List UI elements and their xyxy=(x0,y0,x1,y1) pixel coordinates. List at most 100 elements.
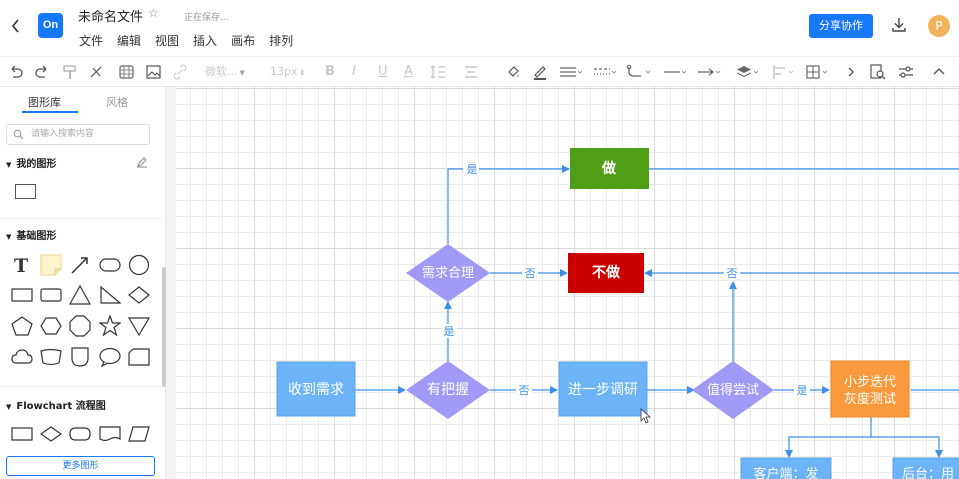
node-reasonable-label: 需求合理 xyxy=(422,265,474,280)
triangle-shape[interactable] xyxy=(69,284,91,306)
menu-arrange[interactable]: 排列 xyxy=(269,34,294,48)
arrow-line-shape[interactable] xyxy=(69,254,91,276)
node-confident[interactable] xyxy=(406,361,490,419)
pentagon-shape[interactable] xyxy=(11,315,33,337)
back-icon[interactable] xyxy=(10,16,24,36)
document-shape[interactable] xyxy=(99,423,121,445)
bold-icon[interactable]: B xyxy=(325,64,335,79)
undo-icon[interactable] xyxy=(8,63,24,81)
node-client[interactable] xyxy=(740,457,832,479)
menu-canvas[interactable]: 画布 xyxy=(231,34,256,48)
node-worth-trying[interactable] xyxy=(692,361,774,419)
grid-style-icon[interactable] xyxy=(118,63,136,81)
tape-shape[interactable] xyxy=(40,346,62,368)
menu-insert[interactable]: 插入 xyxy=(193,34,218,48)
underline-icon[interactable]: U xyxy=(378,64,388,79)
diamond-shape[interactable] xyxy=(128,284,150,306)
callout-shape[interactable] xyxy=(99,346,121,368)
svg-text:T: T xyxy=(14,255,28,276)
canvas-area[interactable]: 是 否 是 否 否 是 收到需求 xyxy=(166,87,959,479)
data-shape[interactable] xyxy=(128,423,150,445)
redo-icon[interactable] xyxy=(34,63,50,81)
sidebar-scrollbar[interactable] xyxy=(162,267,166,387)
section-my-shapes[interactable]: ▼我的图形 xyxy=(6,159,57,170)
more-shapes-button[interactable]: 更多图形 xyxy=(6,456,155,476)
layers-icon[interactable] xyxy=(736,63,762,81)
font-family-select[interactable]: 微软...▼ xyxy=(205,65,245,78)
connector-type-icon[interactable] xyxy=(626,63,652,81)
text-align-icon[interactable] xyxy=(462,63,484,81)
section-basic-shapes[interactable]: ▼基础图形 xyxy=(6,231,57,242)
line-end-icon[interactable] xyxy=(696,63,722,81)
edge-label-yes: 是 xyxy=(797,384,808,397)
node-do[interactable] xyxy=(570,148,649,189)
circle-shape[interactable] xyxy=(128,254,150,276)
note-shape[interactable] xyxy=(40,254,62,276)
document-title[interactable]: 未命名文件 xyxy=(78,10,144,25)
node-backend[interactable] xyxy=(892,457,959,479)
canvas-page[interactable]: 是 否 是 否 否 是 收到需求 xyxy=(176,87,959,479)
user-avatar[interactable]: P xyxy=(928,15,950,37)
format-painter-icon[interactable] xyxy=(62,63,78,81)
font-size-select[interactable]: 13px⇕ xyxy=(270,65,306,78)
decision-shape[interactable] xyxy=(40,423,62,445)
tab-style[interactable]: 风格 xyxy=(106,96,128,109)
edge-iterate-backend[interactable] xyxy=(871,436,943,458)
node-dont-do[interactable] xyxy=(568,253,644,293)
find-replace-icon[interactable] xyxy=(869,63,887,81)
edit-icon[interactable] xyxy=(136,156,148,171)
download-icon[interactable] xyxy=(890,16,908,34)
distribute-icon[interactable] xyxy=(805,63,831,81)
rectangle-shape[interactable] xyxy=(11,284,33,306)
rounded-rect-shape[interactable] xyxy=(99,254,121,276)
share-button[interactable]: 分享协作 xyxy=(809,14,873,38)
off-page-shape[interactable] xyxy=(69,346,91,368)
edge-label-no: 否 xyxy=(519,385,530,397)
italic-icon[interactable]: I xyxy=(352,64,356,79)
star-shape[interactable] xyxy=(99,315,121,337)
line-style-icon[interactable] xyxy=(592,63,618,81)
section-flowchart-label: Flowchart 流程图 xyxy=(16,401,106,412)
line-color-icon[interactable] xyxy=(532,63,548,81)
header-bar: On 未命名文件 ☆ 正在保存... 文件 编辑 视图 插入 画布 排列 分享协… xyxy=(0,0,959,56)
right-triangle-shape[interactable] xyxy=(99,284,121,306)
node-receive[interactable] xyxy=(276,361,356,417)
line-start-icon[interactable] xyxy=(662,63,688,81)
collapse-toolbar-icon[interactable] xyxy=(930,63,948,81)
hexagon-shape[interactable] xyxy=(40,315,62,337)
octagon-shape[interactable] xyxy=(69,315,91,337)
my-shape-rectangle[interactable] xyxy=(15,184,37,200)
settings-sliders-icon[interactable] xyxy=(897,63,915,81)
text-shape[interactable]: T xyxy=(11,254,33,276)
shape-search-input[interactable]: 请输入搜索内容 xyxy=(6,124,150,145)
tab-shape-library[interactable]: 图形库 xyxy=(28,96,61,109)
node-reasonable[interactable] xyxy=(406,244,490,302)
more-tools-icon[interactable] xyxy=(845,63,857,81)
menu-edit[interactable]: 编辑 xyxy=(117,34,142,48)
edge-iterate-client[interactable] xyxy=(785,417,872,458)
terminator-shape[interactable] xyxy=(69,423,91,445)
node-research[interactable] xyxy=(558,361,648,417)
sidebar-tabs: 图形库 风格 xyxy=(0,87,166,113)
image-icon[interactable] xyxy=(145,63,163,81)
menu-view[interactable]: 视图 xyxy=(155,34,180,48)
clear-format-icon[interactable] xyxy=(88,63,104,81)
link-icon[interactable] xyxy=(172,63,188,81)
cloud-shape[interactable] xyxy=(11,346,33,368)
rounded-square-shape[interactable] xyxy=(40,284,62,306)
line-height-icon[interactable] xyxy=(430,63,452,81)
star-icon[interactable]: ☆ xyxy=(148,6,159,20)
node-iterate[interactable] xyxy=(830,360,910,418)
process-shape[interactable] xyxy=(11,423,33,445)
menu-file[interactable]: 文件 xyxy=(79,34,104,48)
app-logo[interactable]: On xyxy=(38,13,63,38)
line-weight-icon[interactable] xyxy=(558,63,584,81)
fill-color-icon[interactable] xyxy=(505,63,521,81)
font-color-icon[interactable]: A xyxy=(404,64,413,79)
card-shape[interactable] xyxy=(128,346,150,368)
inverted-triangle-shape[interactable] xyxy=(128,315,150,337)
section-flowchart[interactable]: ▼Flowchart 流程图 xyxy=(6,401,106,412)
align-icon[interactable] xyxy=(771,63,797,81)
edge-reasonable-do[interactable] xyxy=(447,165,570,244)
